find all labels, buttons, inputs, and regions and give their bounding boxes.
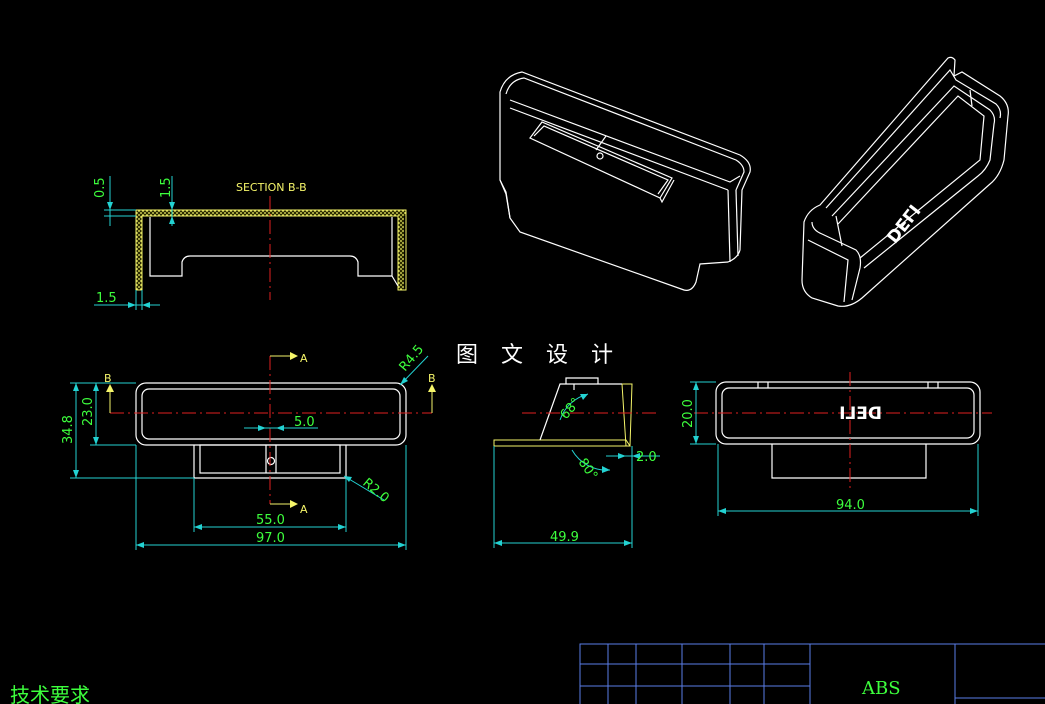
top-view: A A B B R4.5 5.0 34.8 23.0 R2.0 xyxy=(61,342,436,550)
dim-1-5-bottom: 1.5 xyxy=(96,291,117,306)
dim-r4-5: R4.5 xyxy=(397,342,428,374)
dim-5-0: 5.0 xyxy=(294,415,315,430)
technical-requirements-title: 技术要求 xyxy=(10,683,90,704)
isometric-view-front xyxy=(499,71,751,291)
dim-2-0: 2.0 xyxy=(636,450,657,465)
dim-23-0: 23.0 xyxy=(81,397,96,426)
section-mark-a-bottom: A xyxy=(300,503,308,516)
section-title: SECTION B-B xyxy=(236,181,307,194)
dim-angle-80: 80° xyxy=(575,456,601,483)
section-b-b-view: SECTION B-B 0.5 1.5 1.5 xyxy=(93,176,407,310)
watermark-text: 图 文 设 计 xyxy=(456,343,621,368)
title-block: ABS xyxy=(579,643,1045,704)
section-right-wall xyxy=(398,214,404,290)
dim-0-5: 0.5 xyxy=(93,177,108,198)
isometric-view-back: DELI xyxy=(801,56,1009,307)
dim-20-0: 20.0 xyxy=(681,399,696,428)
section-left-wall xyxy=(136,214,142,290)
logo-iso-text: DELI xyxy=(881,200,923,246)
section-mark-a-top: A xyxy=(300,352,308,365)
section-mark-b-right: B xyxy=(428,372,436,385)
section-mark-b-left: B xyxy=(104,372,112,385)
section-top-wall xyxy=(136,210,406,216)
dim-94-0: 94.0 xyxy=(836,498,865,513)
dim-49-9: 49.9 xyxy=(550,530,579,545)
dim-1-5-top: 1.5 xyxy=(159,177,174,198)
dim-r2-0: R2.0 xyxy=(359,476,391,507)
dim-angle-68: 68° xyxy=(558,395,584,422)
dim-55-0: 55.0 xyxy=(256,513,285,528)
bottom-view: DELI 20.0 94.0 xyxy=(681,372,992,516)
dim-34-8: 34.8 xyxy=(61,415,76,444)
logo-bottom-text: DELI xyxy=(839,404,882,424)
dim-97-0: 97.0 xyxy=(256,531,285,546)
material-text: ABS xyxy=(861,678,901,699)
section-a-a-view: 68° 80° 2.0 49.9 xyxy=(493,377,660,548)
